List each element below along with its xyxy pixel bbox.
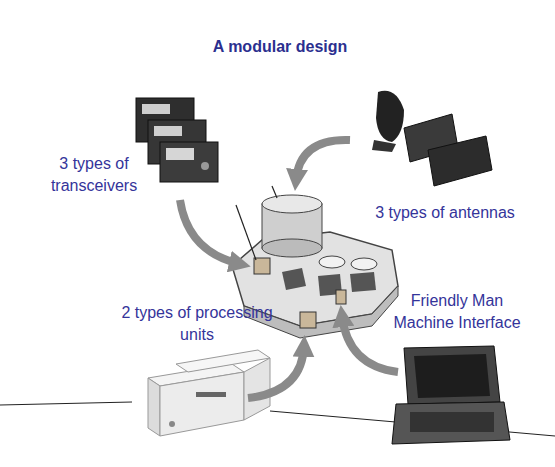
antenna-group [372, 91, 492, 186]
antenna-mount [372, 140, 396, 152]
dish-antenna [376, 91, 404, 142]
transceiver-unit [160, 142, 218, 182]
transceiver-slot [254, 258, 270, 274]
panel-antenna [428, 136, 492, 186]
unit-panel [350, 272, 376, 292]
unit-panel [282, 268, 306, 290]
laptop-screen [414, 354, 490, 398]
radome-top [262, 195, 322, 213]
transceiver-stack [136, 98, 218, 182]
whip-antenna [272, 186, 277, 198]
processing-unit-side [148, 378, 160, 436]
processing-unit-detail [169, 421, 175, 427]
radome-bottom [262, 239, 322, 257]
processing-unit-front [160, 372, 244, 436]
diagram-title: A modular design [130, 36, 430, 58]
horizon-line [0, 402, 132, 405]
unit-port [319, 256, 345, 268]
component-label: 3 types of transceivers [42, 153, 146, 197]
flow-arrow [248, 346, 304, 398]
flow-arrow [342, 316, 398, 372]
laptop-mmi [392, 346, 510, 444]
unit-port [351, 258, 377, 270]
component-label: Friendly Man Machine Interface [382, 290, 532, 334]
transceiver-knob [201, 162, 209, 170]
flow-arrow [296, 140, 350, 180]
component-label: 3 types of antennas [352, 202, 538, 224]
laptop-base [392, 402, 510, 444]
whip-antenna [236, 205, 256, 260]
processing-slot [300, 312, 316, 328]
processing-unit-front [244, 358, 270, 420]
interface-slot [336, 290, 346, 304]
processing-unit-detail [196, 392, 226, 397]
laptop-lid [404, 346, 500, 404]
transceiver-display [154, 126, 182, 136]
laptop-keyboard [410, 412, 494, 432]
component-label: 2 types of processing units [112, 302, 282, 346]
transceiver-display [166, 148, 194, 160]
flow-arrow [180, 200, 240, 264]
processing-units [148, 350, 270, 436]
transceiver-display [142, 104, 170, 114]
